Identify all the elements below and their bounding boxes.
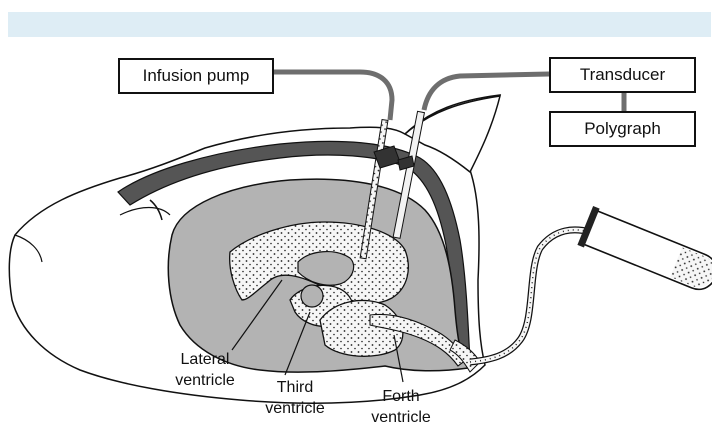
forth-ventricle-label: Forth ventricle xyxy=(356,386,446,428)
lateral-ventricle-label: Lateral ventricle xyxy=(160,349,250,391)
infusion-pump-box: Infusion pump xyxy=(118,58,274,94)
polygraph-box: Polygraph xyxy=(549,111,696,147)
collection-tube xyxy=(577,206,712,297)
transducer-box: Transducer xyxy=(549,57,696,93)
infusion-tubing xyxy=(274,72,392,120)
third-ventricle-label: Third ventricle xyxy=(250,377,340,419)
